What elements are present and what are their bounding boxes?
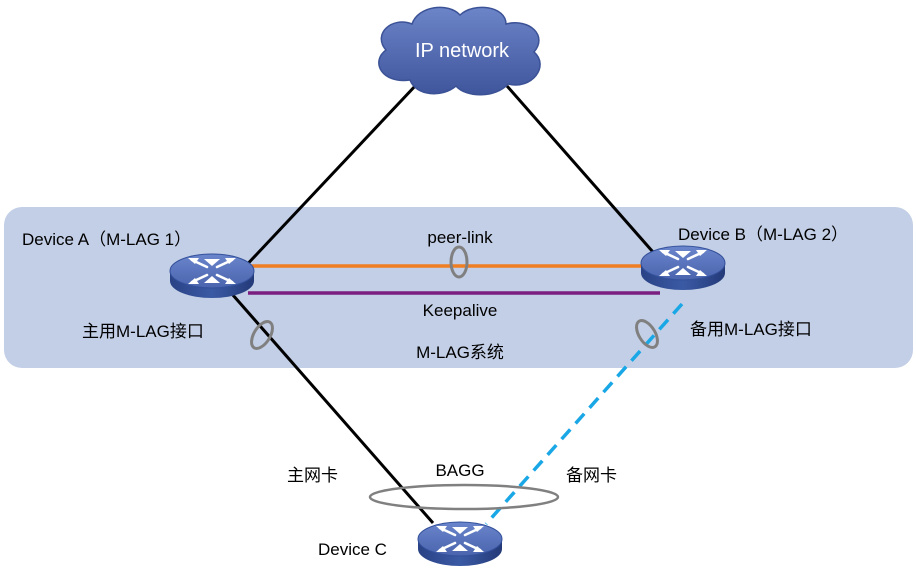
backup-nic-label: 备网卡	[566, 466, 617, 485]
device-b-m-lag-interface-oval	[635, 319, 659, 349]
bagg-aggregation-oval	[368, 483, 560, 511]
backup-link	[484, 302, 684, 526]
device-b-switch-icon	[639, 244, 727, 292]
m-lag-system-label: M-LAG系统	[416, 343, 504, 362]
device-a-switch-icon	[168, 252, 256, 300]
device-b-interface-label: 备用M-LAG接口	[690, 320, 812, 339]
peer-link-label: peer-link	[427, 228, 493, 247]
device-c-label: Device C	[318, 540, 387, 559]
uplink-b	[505, 85, 662, 261]
device-a-m-lag-interface-oval	[250, 320, 274, 350]
ip-network-label: IP network	[415, 40, 510, 62]
primary-nic-label: 主网卡	[287, 466, 338, 485]
primary-link	[230, 293, 435, 524]
device-a-label: Device A（M-LAG 1）	[22, 230, 191, 249]
device-b-label: Device B（M-LAG 2）	[678, 225, 848, 244]
device-a-interface-label: 主用M-LAG接口	[82, 322, 204, 341]
device-c-switch-icon	[416, 520, 504, 568]
ip-network-cloud: IP network	[378, 6, 541, 96]
bagg-label: BAGG	[435, 461, 484, 480]
uplink-a	[238, 82, 419, 274]
peer-link-aggregation-oval	[449, 245, 469, 279]
keepalive-label: Keepalive	[423, 301, 498, 320]
